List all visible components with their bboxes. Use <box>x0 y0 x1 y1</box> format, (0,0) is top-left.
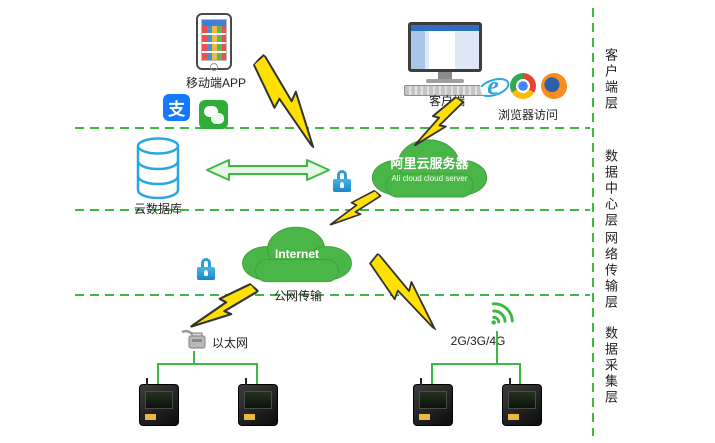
monitor-stand <box>438 72 452 80</box>
double-arrow-icon <box>205 158 331 187</box>
ali-cloud-server-shape: 阿里云服务器 Ali cloud cloud server <box>362 137 497 199</box>
lock-icon <box>197 258 215 280</box>
connector-line <box>431 363 433 384</box>
collector-device-icon <box>139 378 179 426</box>
layer-boundary-line <box>592 8 594 436</box>
wechat-bubble-icon <box>204 106 218 117</box>
lightning-bolt-icon <box>412 90 465 162</box>
wechat-icon <box>199 100 228 129</box>
connector-line <box>496 331 498 364</box>
lightning-bolt-icon <box>349 247 466 337</box>
phone-screen <box>201 19 227 61</box>
ie-browser-icon: e <box>480 73 506 99</box>
database-icon <box>136 137 180 204</box>
alipay-glyph: 支 <box>168 100 185 119</box>
layer-label-collection: 数据采集层 <box>603 326 618 406</box>
desktop-monitor-icon <box>408 22 482 72</box>
ali-cloud-title: 阿里云服务器 <box>390 156 469 171</box>
layer-separator-line <box>75 294 590 296</box>
layer-label-datacenter: 数据中心层 <box>603 149 618 229</box>
browser-access-label: 浏览器访问 <box>497 108 558 122</box>
connector-line <box>157 363 159 384</box>
wechat-bubble-icon <box>211 113 224 124</box>
connector-line <box>157 363 258 365</box>
ali-cloud-subtitle: Ali cloud cloud server <box>391 174 468 183</box>
layer-separator-line <box>75 127 590 129</box>
internet-label: Internet <box>274 247 319 261</box>
lightning-bolt-icon <box>326 181 382 243</box>
ethernet-label: 以太网 <box>211 336 248 350</box>
lightning-bolt-icon <box>237 53 343 151</box>
public-network-label: 公网传输 <box>273 289 322 303</box>
connector-line <box>519 363 521 384</box>
connector-line <box>256 363 258 384</box>
layer-label-client: 客户端层 <box>603 48 618 112</box>
lock-icon <box>333 170 351 192</box>
collector-device-icon <box>502 378 542 426</box>
ethernet-connector-icon <box>180 328 208 359</box>
mobile-phone-icon <box>196 13 232 71</box>
layer-label-network: 网络传输层 <box>603 231 618 311</box>
alipay-icon: 支 <box>163 94 190 121</box>
phone-home-button-icon <box>210 63 218 71</box>
wifi-signal-icon <box>476 291 525 340</box>
collector-device-icon <box>238 378 278 426</box>
firefox-browser-icon <box>541 73 567 99</box>
connector-line <box>193 351 195 364</box>
connector-line <box>431 363 521 365</box>
cloud-database-label: 云数据库 <box>133 202 182 216</box>
mobile-app-label: 移动端APP <box>185 76 246 90</box>
chrome-browser-icon <box>510 73 536 99</box>
ie-glyph: e <box>487 71 499 100</box>
layer-separator-line <box>75 209 590 211</box>
lightning-bolt-icon <box>187 271 259 349</box>
monitor-base <box>426 79 464 83</box>
collector-device-icon <box>413 378 453 426</box>
cellular-label: 2G/3G/4G <box>450 334 506 348</box>
internet-cloud-shape: Internet <box>237 224 357 284</box>
